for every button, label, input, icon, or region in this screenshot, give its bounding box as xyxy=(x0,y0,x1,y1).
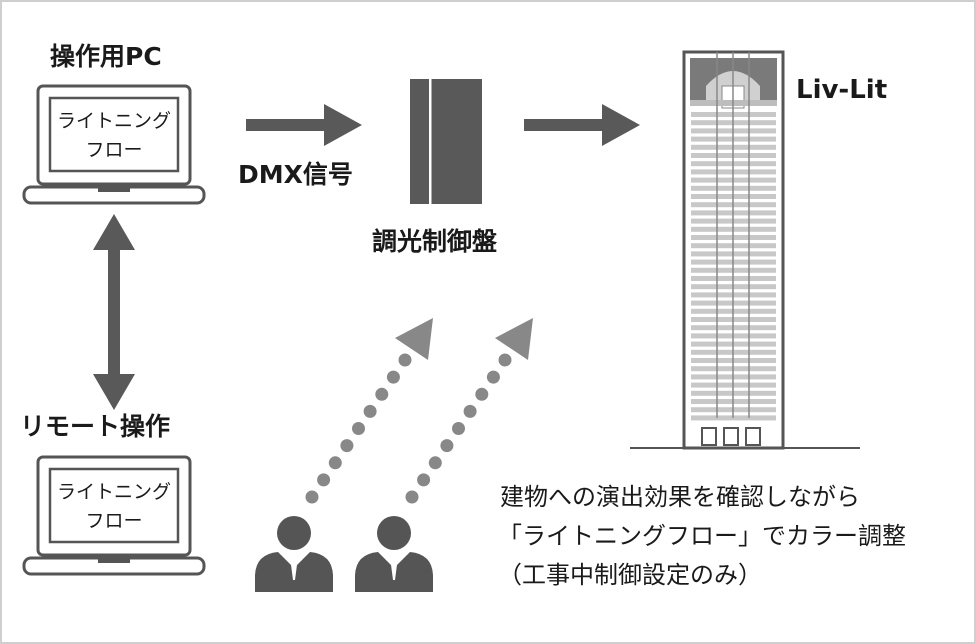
caption-line: （工事中制御設定のみ） xyxy=(498,561,762,589)
building-label: Liv-Lit xyxy=(796,75,888,105)
laptop-screen-line: フロー xyxy=(85,138,143,161)
arrow-pc-to-dimmer xyxy=(246,104,362,146)
signal-dot xyxy=(305,490,319,504)
dimmer-label: 調光制御盤 xyxy=(372,227,498,256)
signal-dot xyxy=(463,404,477,418)
entrance-door xyxy=(701,427,717,446)
laptop-screen-line: ライトニング xyxy=(56,481,171,503)
person-icon xyxy=(355,516,433,592)
signal-dot xyxy=(486,370,500,384)
dimmer-panel xyxy=(410,79,482,204)
laptop-trackpad xyxy=(98,558,130,563)
arrow-dimmer-to-building xyxy=(524,104,640,146)
arrow-shaft xyxy=(524,119,604,131)
signal-dot xyxy=(328,456,342,470)
operator-pc-label: 操作用PC xyxy=(50,42,162,71)
signal-dot xyxy=(386,370,400,384)
caption-line: 「ライトニングフロー」でカラー調整 xyxy=(498,522,906,550)
signal-dot xyxy=(498,353,512,367)
laptop-trackpad xyxy=(98,187,130,192)
signal-dot xyxy=(317,473,331,487)
signal-dot xyxy=(417,473,431,487)
laptop-screen xyxy=(48,96,180,173)
laptop-screen xyxy=(48,467,180,544)
building xyxy=(630,50,860,450)
person-tie xyxy=(290,557,298,580)
signal-dot xyxy=(475,387,489,401)
remote-label: リモート操作 xyxy=(20,412,171,441)
arrow-shaft xyxy=(246,119,326,131)
person-head xyxy=(377,516,411,550)
person-head xyxy=(277,516,311,550)
entrance-door xyxy=(723,427,739,446)
caption-line: 建物への演出効果を確認しながら xyxy=(500,483,860,511)
signal-dot xyxy=(352,422,365,435)
signal-dot xyxy=(452,422,465,435)
signal-dot xyxy=(398,353,412,367)
entrance-door xyxy=(745,427,761,446)
remote-laptop xyxy=(22,455,206,576)
dmx-label: DMX信号 xyxy=(238,160,353,189)
signal-dot xyxy=(340,439,354,453)
arrow-head-right xyxy=(602,104,640,146)
arrow-shaft xyxy=(108,245,120,381)
panel-body xyxy=(410,79,482,204)
dotted-signal-paths xyxy=(305,353,512,504)
laptop-screen-line: フロー xyxy=(85,509,143,532)
dotted-arrow-head xyxy=(395,318,433,360)
vertical-double-arrow xyxy=(93,214,135,410)
signal-dot xyxy=(363,404,377,418)
signal-dot xyxy=(440,439,454,453)
arrow-head-right xyxy=(324,104,362,146)
panel-divider xyxy=(429,79,432,204)
operator-laptop xyxy=(22,84,206,205)
dotted-arrow-head xyxy=(495,318,533,360)
person-icon xyxy=(255,516,333,592)
laptop-screen-text: ライトニング フロー xyxy=(50,107,178,164)
arrow-head-down xyxy=(93,374,135,410)
signal-dot xyxy=(428,456,442,470)
laptop-screen-text: ライトニング フロー xyxy=(50,478,178,535)
signal-dot xyxy=(375,387,389,401)
signal-dot xyxy=(405,490,419,504)
person-tie xyxy=(390,557,398,580)
arrow-head-up xyxy=(93,214,135,250)
laptop-screen-line: ライトニング xyxy=(56,110,171,132)
